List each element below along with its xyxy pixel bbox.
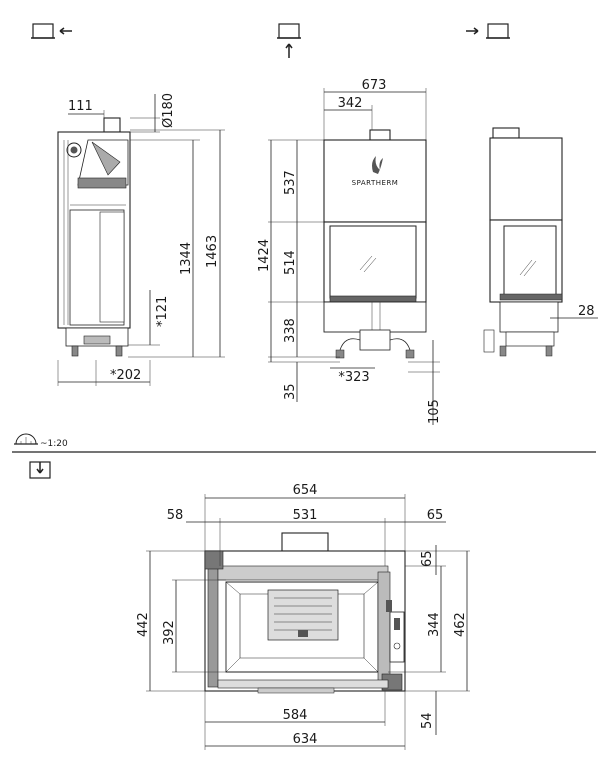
dim-28: 28 bbox=[578, 304, 595, 319]
dim-584: 584 bbox=[283, 708, 308, 723]
dim-514: 514 bbox=[283, 250, 298, 275]
dim-105: 105 bbox=[427, 399, 442, 424]
side-view-dimensions: 111 Ø180 1344 1463 *121 *202 bbox=[57, 93, 225, 386]
top-view bbox=[204, 532, 406, 694]
dim-35: 35 bbox=[283, 383, 298, 400]
top-view-dimensions: 654 58 531 65 65 442 392 344 462 584 54 … bbox=[136, 483, 470, 750]
dim-58: 58 bbox=[167, 508, 184, 523]
dim-344: 344 bbox=[427, 612, 442, 637]
dim-673: 673 bbox=[362, 78, 387, 93]
brand-logo: SPARTHERM bbox=[352, 179, 399, 187]
dim-1344: 1344 bbox=[179, 242, 194, 275]
scale-label: ~1:20 bbox=[40, 439, 68, 449]
dim-323: *323 bbox=[338, 370, 369, 385]
front-view-dimensions: 673 342 537 1424 514 338 35 *323 105 bbox=[257, 78, 442, 425]
dim-202: *202 bbox=[110, 368, 141, 383]
dim-65-side: 65 bbox=[420, 550, 435, 567]
view-right-icon bbox=[466, 23, 510, 39]
dim-442: 442 bbox=[136, 612, 151, 637]
right-view-dimensions: 28 bbox=[550, 304, 598, 319]
dim-462: 462 bbox=[453, 612, 468, 637]
dim-65-top: 65 bbox=[427, 508, 444, 523]
dim-338: 338 bbox=[283, 318, 298, 343]
view-left-icon bbox=[31, 23, 72, 39]
right-view bbox=[483, 127, 563, 357]
dim-654: 654 bbox=[293, 483, 318, 498]
dim-180: Ø180 bbox=[161, 93, 176, 128]
dim-111: 111 bbox=[68, 99, 93, 114]
side-view bbox=[57, 117, 131, 357]
dim-634: 634 bbox=[293, 732, 318, 747]
dim-1424: 1424 bbox=[257, 239, 272, 272]
front-view: SPARTHERM bbox=[323, 129, 427, 359]
dim-537: 537 bbox=[283, 170, 298, 195]
dim-121: *121 bbox=[155, 296, 170, 327]
dim-54: 54 bbox=[420, 712, 435, 729]
dim-531: 531 bbox=[293, 508, 318, 523]
top-view-icon bbox=[29, 461, 51, 479]
scale-icon bbox=[14, 433, 38, 445]
view-front-icon bbox=[277, 23, 301, 58]
dim-392: 392 bbox=[162, 620, 177, 645]
dim-342: 342 bbox=[338, 96, 363, 111]
dim-1463: 1463 bbox=[205, 235, 220, 268]
